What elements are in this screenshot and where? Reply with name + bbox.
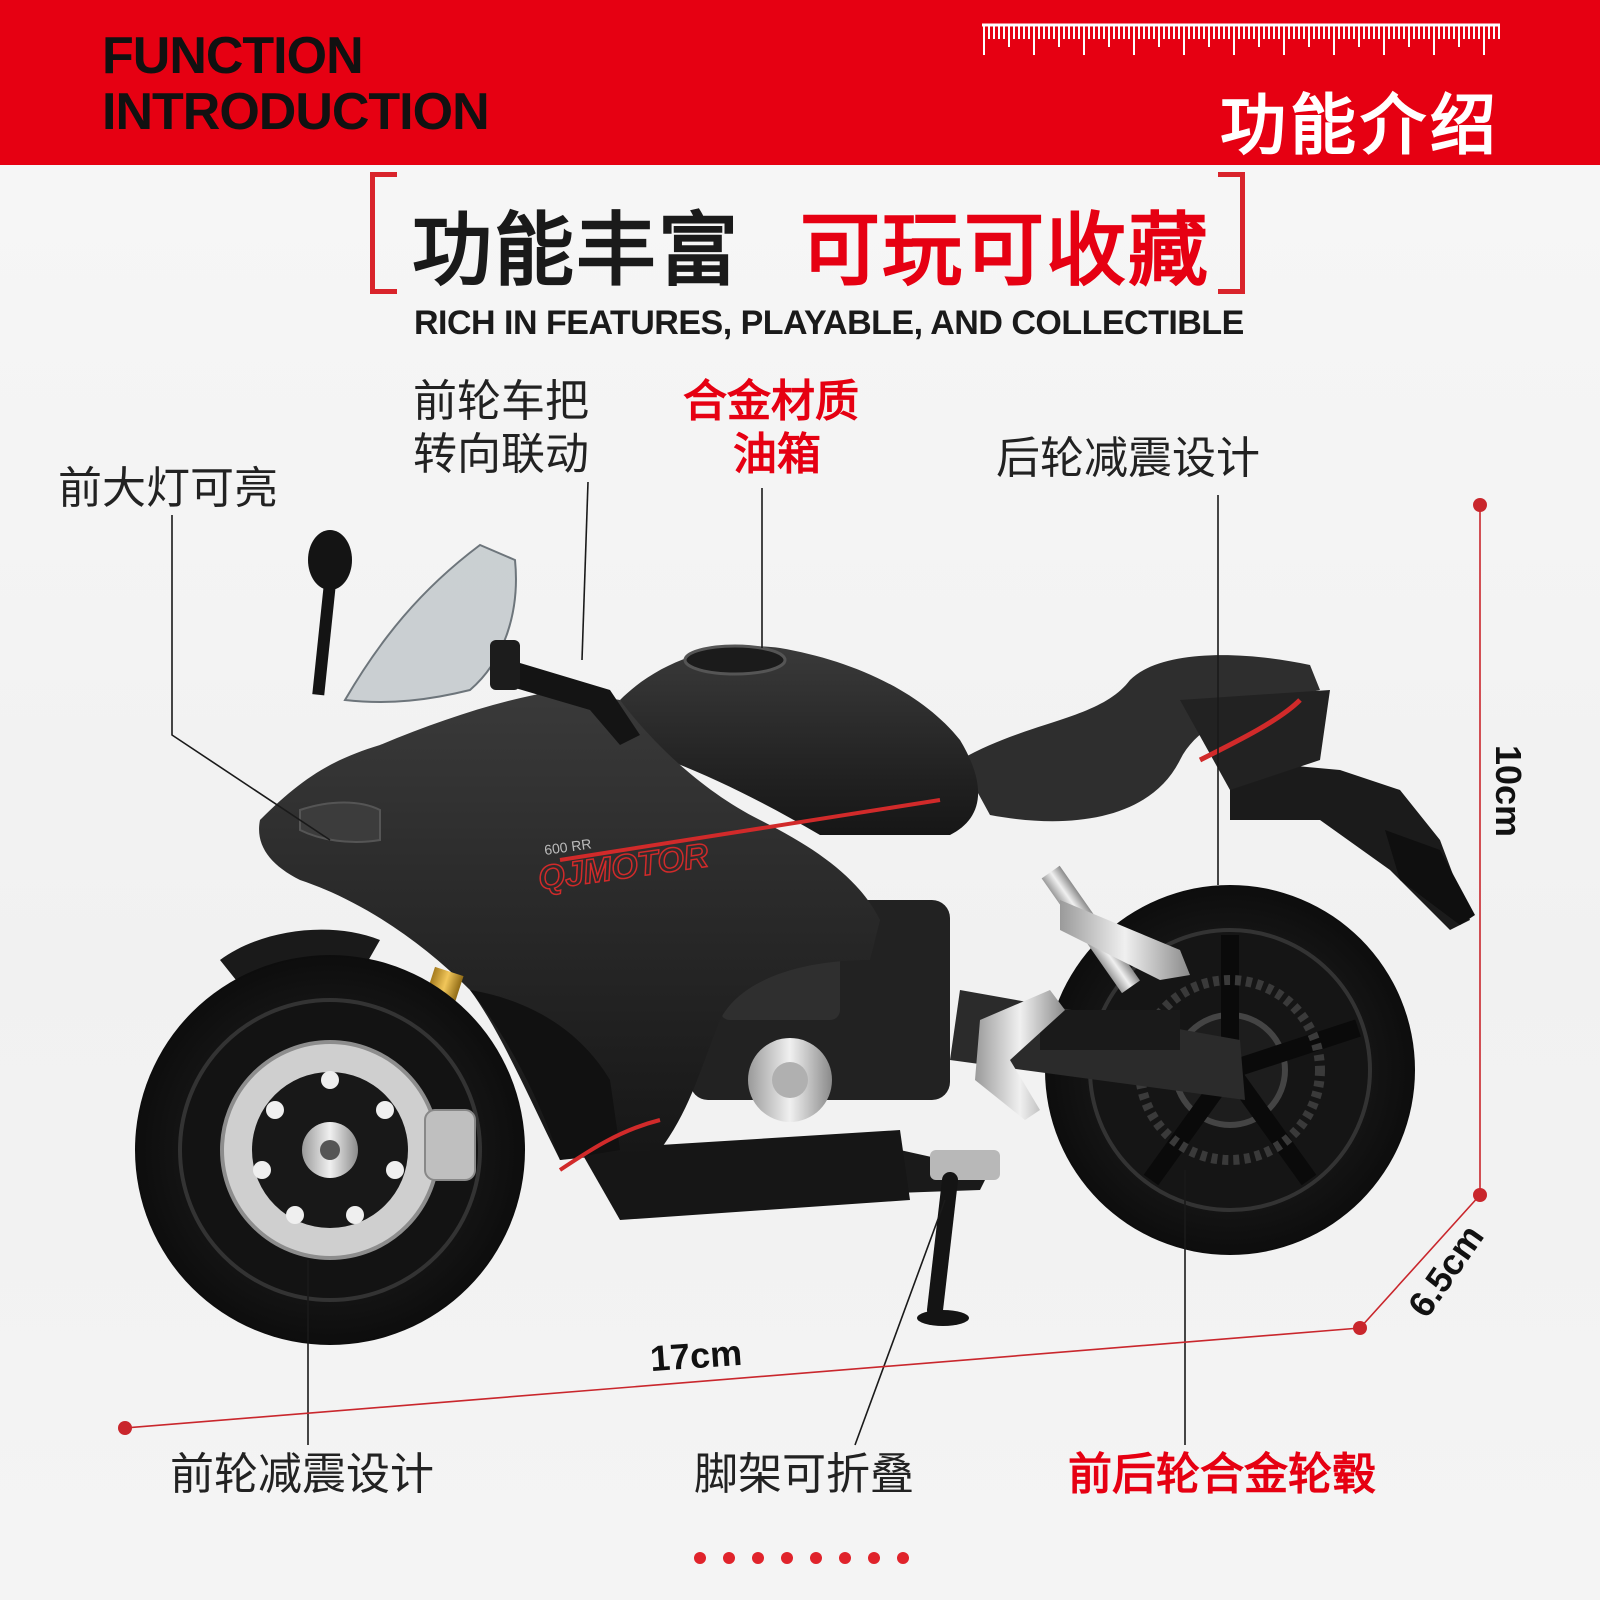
- label-front-shock: 前轮减震设计: [170, 1449, 434, 1500]
- label-tank-line-2: 油箱: [733, 429, 821, 480]
- dimension-lines: [124, 505, 1481, 1429]
- license-plate-holder: [1385, 830, 1475, 925]
- label-rear-shock: 后轮减震设计: [996, 433, 1260, 484]
- headline-black-text: 功能丰富: [412, 204, 740, 297]
- fuel-tank: [620, 646, 979, 835]
- ruler-decoration: [982, 23, 1500, 55]
- headline-red-text: 可玩可收藏: [800, 204, 1210, 297]
- label-steering-line-1: 前轮车把: [413, 376, 589, 427]
- page-dots: [694, 1552, 909, 1564]
- passenger-footpeg: [1060, 900, 1190, 980]
- page-dot: [723, 1552, 735, 1564]
- handlebar: [505, 660, 640, 745]
- page-dot: [781, 1552, 793, 1564]
- leader-lines: [171, 481, 1219, 1446]
- front-fairing: [259, 690, 880, 1160]
- label-headlight: 前大灯可亮: [58, 463, 278, 514]
- page-dot: [810, 1552, 822, 1564]
- page-dot: [694, 1552, 706, 1564]
- banner-english-title: FUNCTION INTRODUCTION: [102, 27, 490, 141]
- leader-steering: [581, 481, 589, 661]
- length-line: [124, 1327, 1361, 1429]
- front-wheel: [135, 955, 525, 1345]
- page-dot: [752, 1552, 764, 1564]
- label-wheels: 前后轮合金轮毂: [1068, 1449, 1376, 1500]
- belly-pan: [580, 1130, 910, 1220]
- label-kickstand: 脚架可折叠: [694, 1449, 914, 1500]
- rider-footpeg: [975, 990, 1065, 1120]
- leader-headlight: [171, 515, 331, 841]
- length-label: 17cm: [648, 1331, 744, 1380]
- page-dot: [839, 1552, 851, 1564]
- model-decal: 600 RR: [543, 836, 592, 858]
- kickstand: [917, 1172, 969, 1326]
- headline-block: 功能丰富 可玩可收藏: [0, 172, 1600, 302]
- height-label: 10cm: [1488, 744, 1530, 838]
- header-banner: FUNCTION INTRODUCTION 功能介绍: [0, 0, 1600, 165]
- page-dot: [897, 1552, 909, 1564]
- banner-chinese-title: 功能介绍: [1220, 87, 1500, 164]
- left-bracket: [370, 172, 397, 294]
- fairing-stripe: [559, 798, 941, 862]
- right-bracket: [1218, 172, 1245, 294]
- seat: [960, 655, 1320, 822]
- page-dot: [868, 1552, 880, 1564]
- banner-title-line-1: FUNCTION: [102, 27, 364, 85]
- mirror: [308, 530, 352, 696]
- banner-title-line-2: INTRODUCTION: [102, 83, 490, 141]
- dimension-dots: [118, 498, 1487, 1435]
- width-line: [1359, 1194, 1481, 1329]
- label-steering-line-2: 转向联动: [413, 429, 589, 480]
- windscreen: [343, 543, 517, 703]
- label-tank-line-1: 合金材质: [683, 376, 859, 427]
- headlight: [299, 801, 381, 843]
- leader-kickstand: [854, 1199, 946, 1446]
- headline-subtitle: RICH IN FEATURES, PLAYABLE, AND COLLECTI…: [414, 304, 1244, 342]
